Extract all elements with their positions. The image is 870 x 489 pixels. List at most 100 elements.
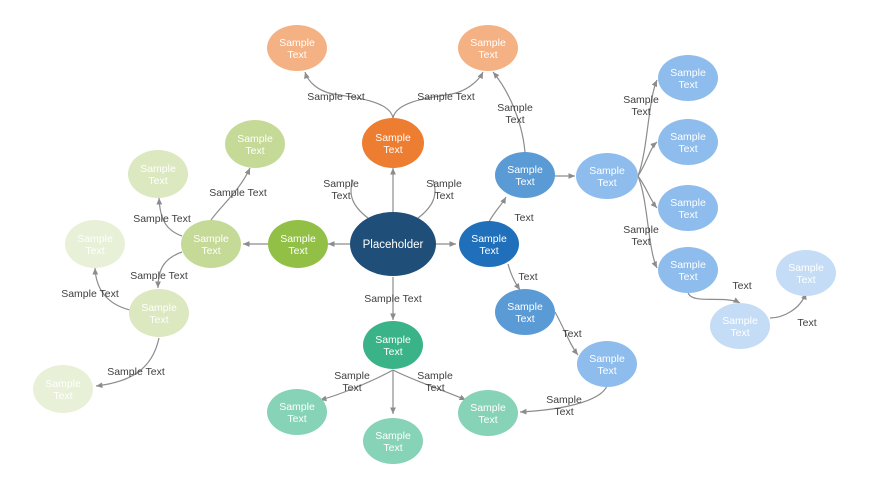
node-shape <box>350 212 436 276</box>
edge-label-text: Text <box>342 382 361 394</box>
edge-label-text: Sample <box>426 178 462 190</box>
edge-label-text: Sample Text <box>417 91 475 103</box>
node-label: Text <box>245 145 264 157</box>
edge-label-text: Text <box>562 328 581 340</box>
edge-center-orange-right <box>417 179 436 219</box>
node-label: Sample <box>375 430 411 442</box>
node-shape <box>363 321 423 369</box>
node-label: Sample <box>45 378 81 390</box>
edge-label-text: Sample <box>323 178 359 190</box>
node-label: Text <box>201 245 220 257</box>
edge-blue-upper-orange <box>492 71 526 153</box>
edge-green-hub-upper-left <box>156 197 183 237</box>
node-label: Text <box>287 49 306 61</box>
edge-blue-lower-chain <box>554 311 579 356</box>
edge-teal-left <box>319 369 394 402</box>
edge-label: Sample Text <box>61 288 119 300</box>
node-label: Text <box>597 365 616 377</box>
node-label: Sample <box>279 401 315 413</box>
edge-label-text: Sample Text <box>130 270 188 282</box>
edge-label-text: Sample <box>334 370 370 382</box>
node-label: Sample <box>507 301 543 313</box>
node-label: Text <box>515 176 534 188</box>
connector-layer <box>92 71 807 415</box>
node-label: Text <box>383 144 402 156</box>
node-shape <box>129 289 189 337</box>
edge-pale-up <box>769 292 807 319</box>
node-shape <box>225 120 285 168</box>
node-shape <box>576 153 638 199</box>
node-shape <box>658 247 718 293</box>
edge-label-text: Text <box>631 106 650 118</box>
node-shape <box>128 150 188 198</box>
edge-hub-4 <box>637 175 658 269</box>
edge-chain-teal <box>519 385 608 415</box>
edge-label-text: Text <box>331 190 350 202</box>
node-label: Sample <box>471 233 507 245</box>
node-label: Sample <box>470 402 506 414</box>
edge-label: Sample Text <box>133 213 191 225</box>
node-label: Text <box>287 413 306 425</box>
node-label: Sample <box>279 37 315 49</box>
edge-orange-left <box>304 71 394 119</box>
edge-label-text: Text <box>434 190 453 202</box>
node-label: Sample <box>375 132 411 144</box>
edge-blue-upper <box>488 196 507 223</box>
edge-orange-right <box>392 71 484 119</box>
node-label: Text <box>85 245 104 257</box>
edge-label-text: Sample Text <box>209 187 267 199</box>
node-label: Sample <box>470 37 506 49</box>
node-shape <box>267 389 327 435</box>
node-label: Text <box>597 177 616 189</box>
node-label: Text <box>678 79 697 91</box>
node-label: Sample <box>140 163 176 175</box>
edge-label-text: Text <box>518 271 537 283</box>
edge-hub-2 <box>637 141 658 177</box>
node-shape <box>65 220 125 268</box>
node-label: Text <box>478 49 497 61</box>
edge-label-text: Text <box>425 382 444 394</box>
edge-label-text: Text <box>732 280 751 292</box>
edge-label: Sample Text <box>209 187 267 199</box>
edge-blue-lower <box>507 263 521 291</box>
node-label: Text <box>678 209 697 221</box>
node-shape <box>495 289 555 335</box>
edge-label-text: Sample Text <box>133 213 191 225</box>
edge-label-text: Sample <box>546 394 582 406</box>
node-shape <box>658 55 718 101</box>
edge-label-text: Sample <box>623 94 659 106</box>
node-center[interactable]: Placeholder <box>350 212 436 276</box>
